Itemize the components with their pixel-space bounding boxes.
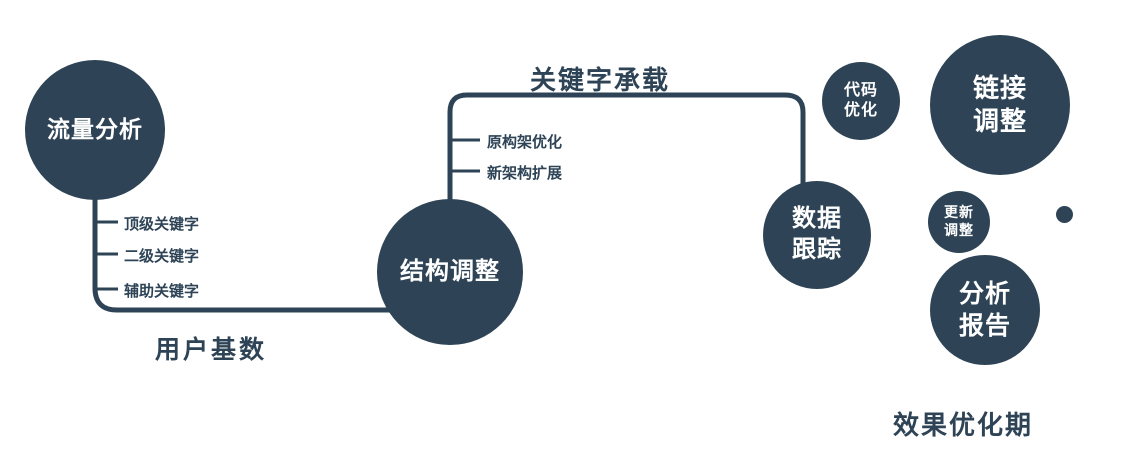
dot-marker bbox=[1056, 206, 1073, 223]
branch-label-top-keywords: 顶级关键字 bbox=[124, 216, 200, 233]
branch-label-secondary-keywords: 二级关键字 bbox=[124, 248, 200, 265]
node-update-adjust: 更新 调整 bbox=[928, 191, 990, 253]
branch-label-new-architecture: 新架构扩展 bbox=[487, 165, 563, 182]
branch-label-auxiliary-keywords: 辅助关键字 bbox=[124, 283, 200, 300]
edge-label-user-base: 用户基数 bbox=[155, 336, 268, 364]
edge-structure-tracking bbox=[447, 92, 806, 210]
node-traffic-analysis: 流量分析 bbox=[25, 60, 165, 200]
edge-label-keyword-carry: 关键字承载 bbox=[530, 65, 671, 95]
node-traffic-analysis-label: 流量分析 bbox=[47, 116, 143, 143]
node-analysis-report-line2: 报告 bbox=[958, 312, 1011, 340]
node-code-optimization: 代码 优化 bbox=[822, 62, 900, 140]
node-structure-adjust-label: 结构调整 bbox=[400, 257, 500, 285]
node-link-adjust-line2: 调整 bbox=[972, 106, 1027, 136]
node-analysis-report: 分析 报告 bbox=[930, 255, 1040, 365]
branch-label-original-architecture: 原构架优化 bbox=[487, 134, 563, 151]
node-update-adjust-line1: 更新 bbox=[944, 204, 974, 221]
node-data-tracking-line1: 数据 bbox=[792, 205, 842, 233]
node-link-adjust-line1: 链接 bbox=[972, 72, 1027, 103]
node-analysis-report-line1: 分析 bbox=[958, 280, 1011, 308]
node-code-optimization-line1: 代码 bbox=[843, 81, 878, 99]
node-data-tracking: 数据 跟踪 bbox=[763, 181, 871, 289]
node-code-optimization-line2: 优化 bbox=[843, 102, 878, 119]
footer-effect-optimization: 效果优化期 bbox=[893, 410, 1034, 440]
node-update-adjust-line2: 调整 bbox=[944, 222, 974, 238]
node-structure-adjust: 结构调整 bbox=[377, 199, 523, 345]
node-data-tracking-line2: 跟踪 bbox=[792, 236, 842, 263]
node-link-adjust: 链接 调整 bbox=[930, 35, 1070, 175]
